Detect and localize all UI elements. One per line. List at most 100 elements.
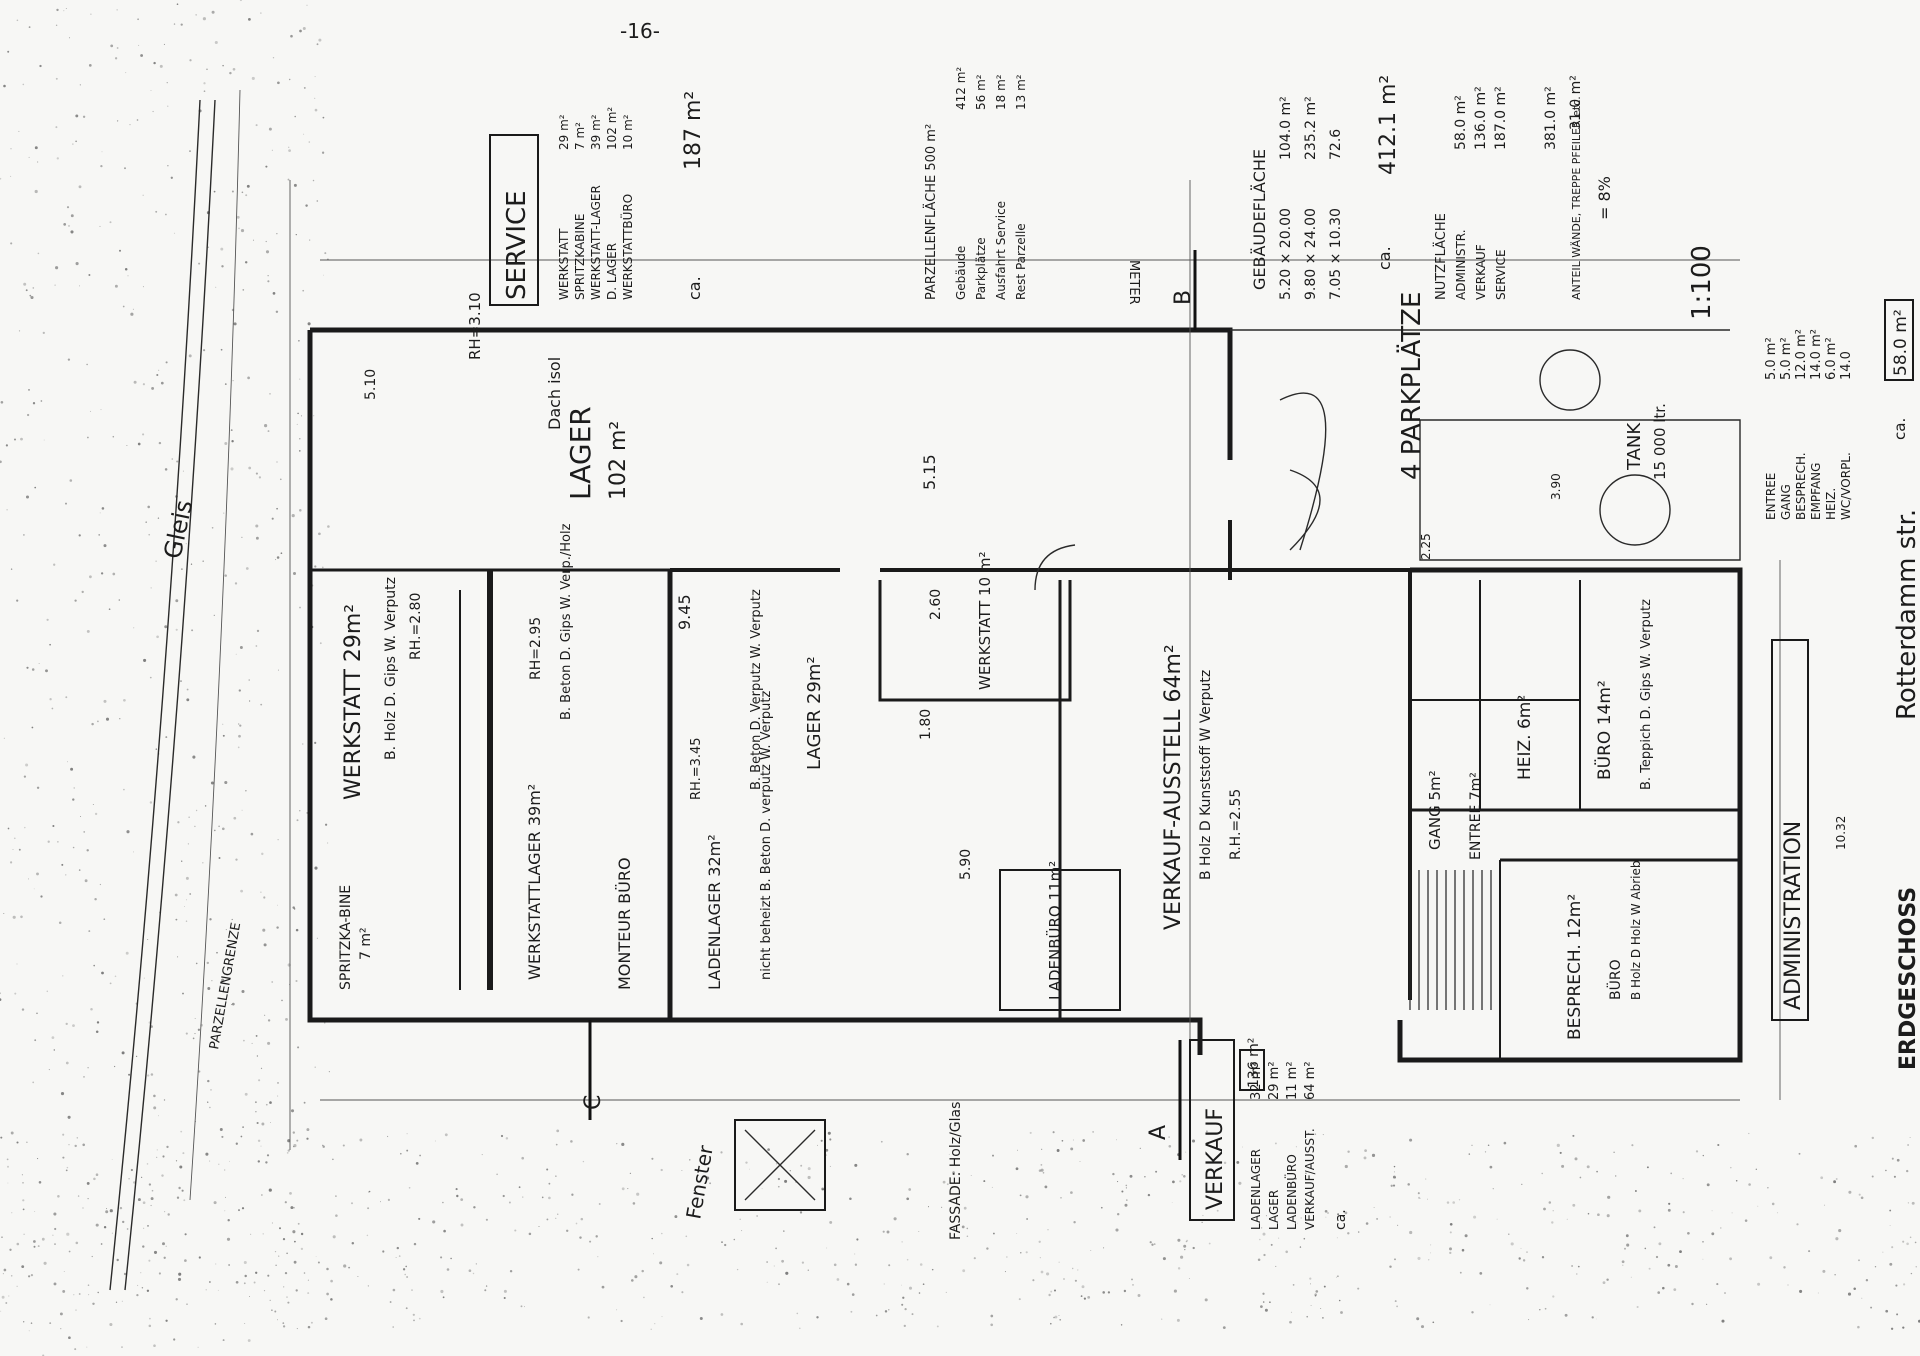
speckle-dot (179, 1165, 183, 1169)
speckle-dot (32, 402, 36, 405)
speckle-dot (1646, 1166, 1649, 1169)
speckle-dot (52, 1234, 54, 1236)
floor-title: ERDGESCHOSS (1896, 887, 1920, 1070)
speckle-dot (348, 1266, 351, 1269)
speckle-dot (1026, 1218, 1028, 1220)
speckle-dot (276, 507, 278, 510)
speckle-dot (1061, 1139, 1064, 1142)
speckle-dot (1188, 1278, 1190, 1279)
speckle-dot (215, 1263, 217, 1265)
speckle-dot (1461, 1248, 1465, 1252)
speckle-dot (173, 23, 176, 25)
speckle-dot (1489, 1165, 1493, 1169)
speckle-dot (130, 1168, 134, 1172)
service-row-label: WERKSTATTBÜRO (619, 194, 635, 300)
verkauf-title: VERKAUF (1203, 1108, 1228, 1210)
speckle-dot (1914, 1241, 1917, 1244)
speckle-dot (192, 755, 196, 759)
speckle-dot (238, 689, 241, 692)
speckle-dot (41, 1237, 45, 1241)
usage-row-value: 58.0 m² (1453, 95, 1469, 150)
speckle-dot (70, 214, 74, 218)
speckle-dot (89, 575, 92, 579)
speckle-dot (789, 1170, 791, 1172)
speckle-dot (156, 373, 159, 377)
speckle-dot (316, 43, 319, 46)
dim-text: 5.15 (920, 454, 939, 490)
speckle-dot (90, 1008, 93, 1011)
speckle-dot (79, 285, 80, 287)
parcel-row-label: Parkplätze (974, 237, 988, 300)
speckle-dot (141, 1287, 144, 1289)
speckle-dot (65, 696, 68, 699)
speckle-dot (1373, 1207, 1375, 1208)
speckle-dot (0, 1310, 2, 1312)
verkauf-total: 136 m² (1246, 1038, 1262, 1088)
speckle-dot (244, 1323, 246, 1324)
verkauf-summary: VERKAUF LADENLAGER 32 m² LAGER 29 m² LAD… (1189, 1038, 1349, 1230)
speckle-dot (1496, 1218, 1498, 1220)
room-buero-b-name: BÜRO (1606, 959, 1624, 1000)
speckle-dot (235, 653, 237, 655)
speckle-dot (442, 1296, 445, 1299)
speckle-dot (28, 1275, 31, 1278)
building-row-value: 235.2 m² (1303, 96, 1319, 160)
speckle-dot (392, 1326, 394, 1328)
speckle-dot (288, 149, 291, 152)
speckle-dot (78, 534, 81, 537)
speckle-dot (176, 1196, 180, 1199)
speckle-dot (281, 999, 283, 1002)
speckle-dot (1047, 1229, 1049, 1231)
speckle-dot (1303, 1237, 1306, 1240)
admin-row-value: 6.0 m² (1824, 337, 1839, 380)
speckle-dot (880, 1140, 883, 1143)
speckle-dot (293, 572, 296, 575)
speckle-dot (1192, 1246, 1195, 1250)
speckle-dot (132, 308, 134, 310)
speckle-dot (307, 1279, 309, 1281)
speckle-dot (1020, 1252, 1022, 1254)
speckle-dot (241, 1207, 245, 1210)
service-row-value: 7 m² (573, 122, 587, 150)
speckle-dot (1016, 1149, 1018, 1151)
facade-note: FASSADE: Holz/Glas (948, 1102, 964, 1240)
speckle-dot (485, 1285, 488, 1287)
speckle-dot (555, 1175, 557, 1177)
speckle-dot (181, 1189, 184, 1192)
speckle-dot (175, 628, 178, 631)
speckle-dot (1896, 1313, 1899, 1316)
speckle-dot (218, 1163, 220, 1165)
speckle-dot (203, 349, 206, 352)
speckle-dot (238, 734, 241, 738)
speckle-dot (0, 1136, 3, 1139)
speckle-dot (324, 1022, 326, 1024)
admin-row-label: HEIZ. (1824, 488, 1838, 520)
speckle-dot (1522, 1259, 1526, 1262)
speckle-dot (185, 876, 189, 880)
speckle-dot (1871, 1175, 1874, 1178)
speckle-dot (142, 194, 144, 196)
speckle-dot (674, 1215, 678, 1219)
speckle-dot (299, 509, 302, 512)
speckle-dot (151, 1189, 154, 1192)
speckle-dot (1004, 1271, 1006, 1273)
speckle-dot (1662, 1286, 1665, 1290)
speckle-dot (260, 12, 262, 14)
speckle-dot (206, 961, 210, 965)
speckle-dot (1559, 1151, 1562, 1154)
speckle-dot (138, 44, 140, 46)
speckle-dot (1263, 1253, 1266, 1257)
speckle-dot (396, 1246, 399, 1250)
speckle-dot (279, 1227, 281, 1230)
speckle-dot (171, 458, 174, 460)
speckle-dot (245, 567, 249, 570)
speckle-dot (1294, 1177, 1297, 1180)
usage-row-label: SERVICE (1494, 249, 1508, 300)
speckle-dot (528, 1232, 532, 1236)
speckle-dot (903, 1324, 906, 1328)
speckle-dot (1492, 1188, 1494, 1190)
speckle-dot (148, 1259, 151, 1262)
speckle-dot (1705, 1303, 1708, 1305)
speckle-dot (73, 787, 75, 789)
speckle-dot (18, 848, 21, 851)
